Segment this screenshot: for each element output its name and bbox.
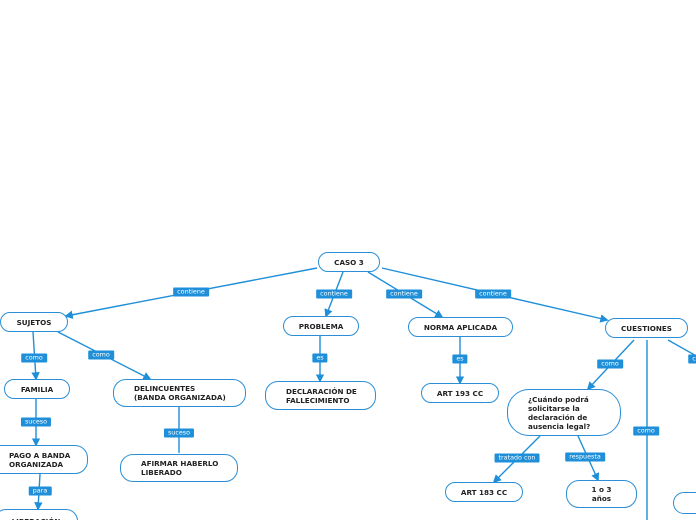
edge-label-suceso-afirmar: suceso	[163, 428, 195, 438]
edge-label-como-down: como	[633, 426, 659, 436]
edge-label-como-delincuentes: como	[88, 350, 114, 360]
edge-label-partial-right: c	[688, 354, 696, 364]
edge-label-tratado-con: tratado con	[494, 453, 540, 463]
node-caso-3[interactable]: CASO 3	[318, 252, 380, 272]
edge-label-como-pregunta: como	[597, 359, 623, 369]
edge-label-es-problema: es	[312, 353, 328, 363]
node-pago-banda[interactable]: PAGO A BANDA ORGANIZADA	[0, 445, 88, 474]
node-familia[interactable]: FAMILIA	[4, 379, 70, 399]
node-norma-aplicada[interactable]: NORMA APLICADA	[408, 317, 513, 337]
node-declaracion-fallecimiento[interactable]: DECLARACIÓN DE FALLECIMIENTO	[265, 381, 376, 410]
node-sujetos[interactable]: SUJETOS	[0, 312, 68, 332]
node-afirmar-liberado[interactable]: AFIRMAR HABERLO LIBERADO	[120, 454, 238, 482]
node-art-193[interactable]: ART 193 CC	[421, 383, 499, 403]
node-problema[interactable]: PROBLEMA	[283, 316, 359, 336]
edge-label-contiene-norma: contiene	[386, 289, 422, 299]
node-liberacion[interactable]: LIBERACIÓN	[0, 509, 78, 520]
node-cuestiones[interactable]: CUESTIONES	[605, 318, 688, 338]
edge-label-suceso-pago: suceso	[20, 417, 52, 427]
edge-label-respuesta: respuesta	[565, 452, 605, 462]
edge-label-para-liberacion: para	[28, 486, 52, 496]
node-partial-right[interactable]: AI	[673, 492, 696, 514]
edge-label-contiene-problema: contiene	[316, 289, 352, 299]
edge-label-contiene-sujetos: contiene	[173, 287, 209, 297]
edge-label-es-norma: es	[452, 354, 468, 364]
node-1-o-3-anos[interactable]: 1 o 3 años	[566, 480, 637, 508]
node-delincuentes[interactable]: DELINCUENTES (BANDA ORGANIZADA)	[113, 379, 246, 407]
node-art-183[interactable]: ART 183 CC	[445, 482, 523, 502]
node-pregunta-ausencia[interactable]: ¿Cuándo podrá solicitarse la declaración…	[507, 389, 621, 436]
edge-label-contiene-cuestiones: contiene	[475, 289, 511, 299]
edge-label-como-familia: como	[21, 353, 47, 363]
